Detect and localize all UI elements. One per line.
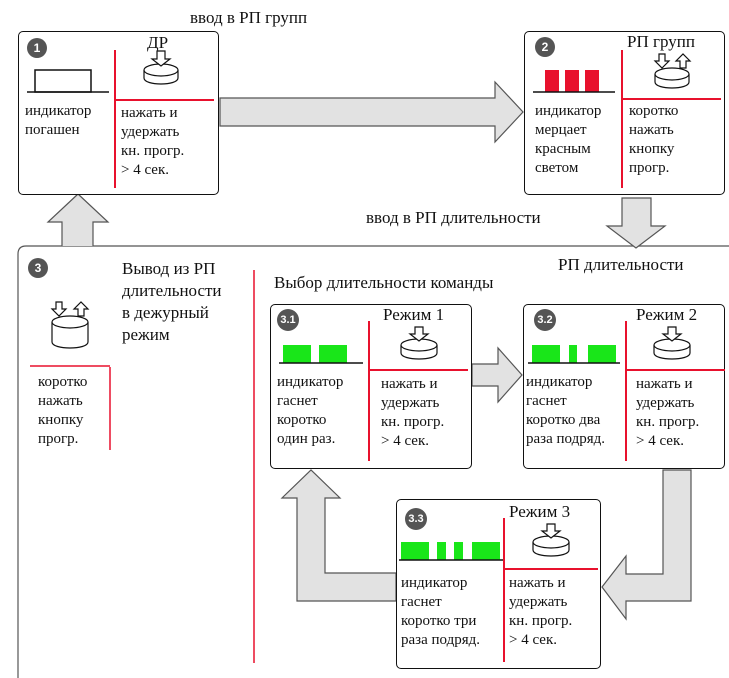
duration-mode-label: РП длительности <box>558 255 684 274</box>
indicator-green <box>283 345 311 363</box>
mode-3: 3.3 Режим 3 индикатор гаснет коротко три… <box>396 499 601 669</box>
action-text: нажать и удержать кн. прогр. > 4 сек. <box>509 575 573 648</box>
mode-frame <box>17 245 729 678</box>
arrow-to-group-mode <box>219 80 524 144</box>
indicator-red <box>545 70 559 92</box>
mode-title: Режим 1 <box>383 305 445 324</box>
box1-graphics <box>27 50 179 93</box>
indicator-status-text: индикатор гаснет коротко два раза подряд… <box>526 374 605 447</box>
action-text: коротко нажать кнопку прогр. <box>629 103 679 176</box>
arrow-exit-to-standby <box>46 193 110 246</box>
action-text: нажать и удержать кн. прогр. > 4 сек. <box>121 105 185 178</box>
step-badge: 3.2 <box>534 309 556 331</box>
step-badge: 3.1 <box>277 309 299 331</box>
step-badge: 2 <box>535 37 555 57</box>
state-standby: 1 ДР индикатор погашен нажать и удержать… <box>18 31 219 195</box>
step-badge: 1 <box>27 38 47 58</box>
mode3-graphics <box>399 523 570 561</box>
program-button-icon <box>50 301 90 349</box>
arrow-to-duration-mode <box>605 197 667 249</box>
exit-duration-title: Вывод из РП длительности в дежурный режи… <box>122 259 222 344</box>
box2-graphics <box>533 53 692 93</box>
mode2-graphics <box>528 326 691 364</box>
action-text: нажать и удержать кн. прогр. > 4 сек. <box>381 376 445 449</box>
indicator-status-text: индикатор гаснет коротко один раз. <box>277 374 344 447</box>
arrow-mode1-to-mode2 <box>471 346 523 404</box>
indicator-status-text: индикатор погашен <box>25 103 92 138</box>
arrow-mode3-to-mode1 <box>280 469 397 602</box>
mode-title: Режим 2 <box>636 305 698 324</box>
mode-title: Режим 3 <box>509 502 571 521</box>
indicator-status-text: индикатор гаснет коротко три раза подряд… <box>401 575 480 648</box>
step-badge: 3.3 <box>405 508 427 530</box>
enter-group-mode-label: ввод в РП групп <box>190 8 308 27</box>
enter-duration-mode-label: ввод в РП длительности <box>366 208 541 227</box>
action-text: нажать и удержать кн. прогр. > 4 сек. <box>636 376 700 449</box>
indicator-green <box>401 542 429 560</box>
indicator-green <box>532 345 560 363</box>
mode1-graphics <box>279 326 438 364</box>
mode-1: 3.1 Режим 1 индикатор гаснет коротко оди… <box>270 304 472 469</box>
state-group-mode: 2 РП групп индикатор мерцает красным све… <box>524 31 725 195</box>
arrow-mode2-to-mode3 <box>601 469 692 621</box>
indicator-off <box>34 69 92 93</box>
exit-action-text: коротко нажать кнопку прогр. <box>38 374 88 447</box>
button-title: ДР <box>147 33 169 52</box>
step-badge: 3 <box>28 258 48 278</box>
mode-2: 3.2 Режим 2 индикатор гаснет коротко два… <box>523 304 725 469</box>
button-title: РП групп <box>627 32 695 51</box>
indicator-status-text: индикатор мерцает красным светом <box>535 103 602 176</box>
choose-duration-label: Выбор длительности команды <box>274 273 494 292</box>
